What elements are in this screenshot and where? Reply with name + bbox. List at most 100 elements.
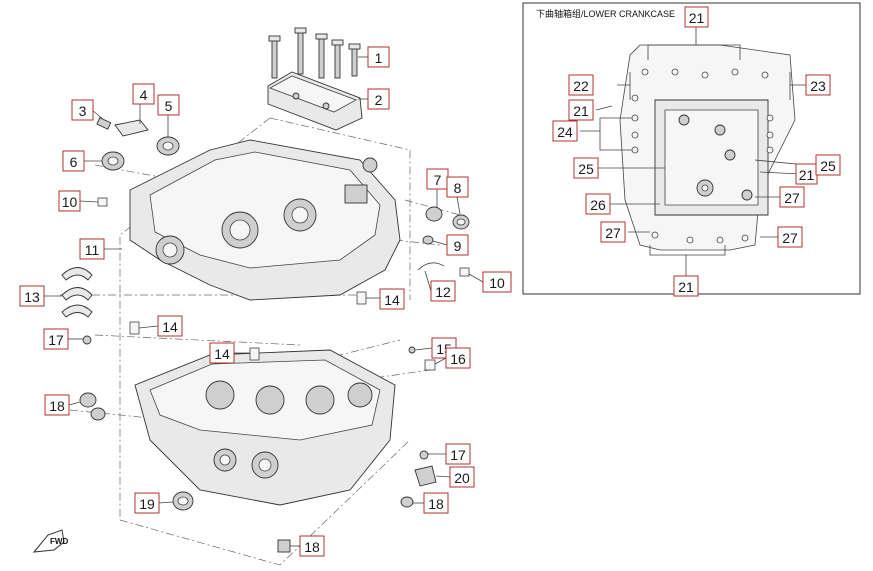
callout-frame [673,275,699,297]
callout-frame [62,150,85,172]
part-callout-21: 21 [568,99,594,121]
callout-frame [805,74,831,96]
part-callout-12: 12 [430,280,456,302]
callout-number: 14 [384,292,400,308]
callout-number: 27 [605,225,621,241]
main-leader-lines [44,56,484,547]
callout-frame [423,492,449,514]
lower-crankcase-inset: 下曲轴箱组/LOWER CRANKCASE [522,2,861,295]
callout-number: 6 [70,154,78,170]
part-callout-9: 9 [446,234,469,256]
callout-frame [445,443,471,465]
part-callout-22: 22 [568,74,594,96]
part-callout-16: 16 [445,347,471,369]
callout-frame [446,176,469,198]
callout-frame [482,271,512,293]
callout-frame [445,347,471,369]
inset-crankcase-outline [619,44,796,251]
callout-number: 7 [434,172,442,188]
callout-number: 11 [85,242,100,258]
callout-frame [157,94,180,116]
part-callout-26: 26 [585,193,611,215]
part-callout-6: 6 [62,150,85,172]
callout-frame [585,193,611,215]
part-callout-25: 25 [573,157,599,179]
part-callout-18: 18 [423,492,449,514]
callout-frame [71,99,94,121]
callout-number: 24 [557,124,573,140]
callout-frame [573,157,599,179]
callout-number: 23 [810,78,826,94]
callout-number: 25 [578,161,594,177]
part-callout-19: 19 [134,492,160,514]
callout-frame [157,315,183,337]
callout-number: 8 [454,180,462,196]
callout-number: 17 [48,332,64,348]
part-callout-21: 21 [795,163,818,185]
callout-number: 19 [139,496,155,512]
callout-number: 21 [573,103,589,119]
callout-number: 21 [678,279,694,295]
callout-frame [568,74,594,96]
part-callout-3: 3 [71,99,94,121]
inset-title: 下曲轴箱组/LOWER CRANKCASE [536,8,675,19]
part-callout-1: 1 [367,46,390,68]
callout-frame [132,83,155,105]
callout-number: 13 [24,289,40,305]
callout-number: 18 [49,398,65,414]
part-callout-27: 27 [777,226,803,248]
callout-frame [446,234,469,256]
callout-number: 21 [799,167,815,183]
callout-frame [684,6,709,28]
callout-number: 21 [689,10,705,26]
part-callout-18: 18 [44,394,70,416]
part-callout-5: 5 [157,94,180,116]
callout-number: 3 [79,103,87,119]
part-callout-17: 17 [43,328,69,350]
part-callout-24: 24 [552,120,578,142]
part-callout-7: 7 [426,168,449,190]
callout-number: 12 [435,284,451,300]
part-callout-2: 2 [367,88,390,110]
callout-frame [449,466,475,488]
part-callout-13: 13 [19,285,45,307]
part-callout-14: 14 [209,342,235,364]
callout-frame [299,535,325,557]
callout-frame [367,46,390,68]
forward-direction-marker: FWD [32,529,68,553]
callout-frame [43,328,69,350]
callout-number: 27 [784,190,800,206]
part-callout-27: 27 [600,221,626,243]
inset-leader-lines [580,26,817,276]
part-callout-25: 25 [815,154,841,176]
part-callout-8: 8 [446,176,469,198]
callout-frame [134,492,160,514]
callout-number: 16 [450,351,466,367]
callout-frame [367,88,390,110]
callout-number: 9 [454,238,462,254]
fwd-label: FWD [50,537,68,546]
part-callout-23: 23 [805,74,831,96]
part-callout-21: 21 [684,6,709,28]
callout-number: 14 [162,319,178,335]
callout-frame [79,238,105,260]
part-callout-14: 14 [379,288,405,310]
part-callout-10: 10 [482,271,512,293]
callout-frame [379,288,405,310]
part-callout-10: 10 [58,190,81,212]
lower-crankcase [134,349,396,506]
callout-frame [58,190,81,212]
callout-number: 1 [375,50,383,66]
callout-frame [600,221,626,243]
part-callout-4: 4 [132,83,155,105]
callout-number: 25 [820,158,836,174]
breather-cover [267,71,363,131]
callout-number: 5 [165,98,173,114]
part-callout-17: 17 [445,443,471,465]
callout-frame [777,226,803,248]
callout-frame [44,394,70,416]
callout-frame [568,99,594,121]
part-callout-27: 27 [779,186,805,208]
